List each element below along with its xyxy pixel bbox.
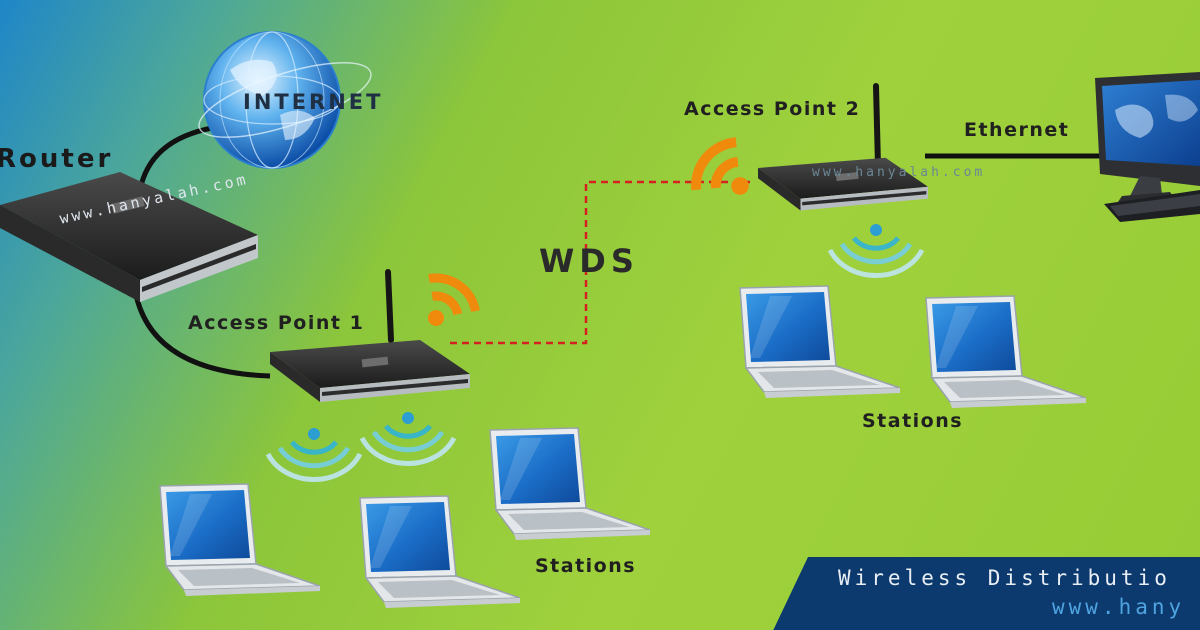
internet-globe-icon (198, 31, 372, 169)
ethernet-label: Ethernet (964, 119, 1070, 141)
station-wifi-signal-icon (268, 428, 360, 480)
access-point-2-label: Access Point 2 (684, 98, 861, 120)
stations-right-label: Stations (862, 410, 964, 432)
desktop-computer-icon (1095, 72, 1200, 222)
station-laptop-icon (359, 495, 521, 609)
router-label: Router (0, 144, 114, 174)
internet-router-cable (137, 125, 213, 191)
router-ap1-cable (132, 289, 271, 379)
station-wifi-signal-icon (830, 224, 922, 276)
stations-left-label: Stations (535, 555, 637, 577)
router-device (0, 172, 258, 302)
access-point-2-device (758, 83, 928, 211)
station-wifi-signal-icon (362, 412, 454, 464)
banner-url: www.hany (1052, 595, 1186, 619)
internet-label: INTERNET (243, 90, 384, 114)
access-point-1-label: Access Point 1 (188, 312, 365, 334)
station-laptop-icon (739, 285, 901, 399)
ap1-wifi-signal-icon (421, 272, 477, 328)
station-laptop-icon (489, 427, 651, 541)
access-point-1-device (270, 269, 470, 402)
access-point-2-watermark: www.hanyalah.com (812, 165, 986, 180)
station-laptop-icon (925, 295, 1087, 409)
title-banner (770, 557, 1200, 630)
banner-title: Wireless Distributio (838, 566, 1171, 590)
wds-label: WDS (539, 242, 639, 280)
ap2-wifi-signal-icon (692, 141, 749, 198)
wds-link (450, 180, 750, 345)
station-laptop-icon (159, 483, 321, 597)
